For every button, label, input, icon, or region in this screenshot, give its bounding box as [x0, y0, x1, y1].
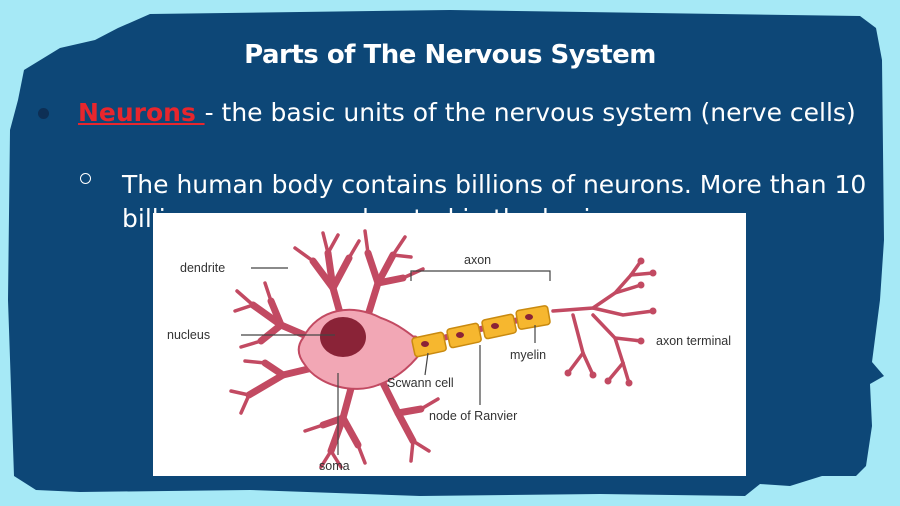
bullet-definition: - the basic units of the nervous system …	[204, 98, 856, 127]
bullet-text: Neurons - the basic units of the nervous…	[78, 95, 858, 131]
schwann-nuclei	[421, 314, 533, 347]
myelin-sheaths	[411, 305, 551, 358]
neuron-illustration: dendrite axon nucleus axon terminal myel…	[167, 229, 731, 473]
label-axon: axon	[464, 253, 491, 267]
label-axon-terminal: axon terminal	[656, 334, 731, 348]
soma-body	[297, 308, 427, 390]
label-soma: soma	[319, 459, 350, 473]
nucleus-shape	[320, 317, 366, 357]
leader-lines	[241, 267, 551, 455]
label-schwann-cell: Scwann cell	[387, 376, 454, 390]
bullet-marker	[38, 108, 49, 119]
terminal-buttons	[564, 257, 657, 387]
axon-terminal-branches	[551, 259, 655, 385]
label-dendrite: dendrite	[180, 261, 225, 275]
slide-title: Parts of The Nervous System	[244, 40, 656, 70]
label-node-of-ranvier: node of Ranvier	[429, 409, 517, 423]
sub-bullet-marker	[80, 173, 91, 184]
bullet-term: Neurons	[78, 98, 205, 127]
label-myelin: myelin	[510, 348, 546, 362]
neuron-diagram: dendrite axon nucleus axon terminal myel…	[153, 213, 746, 476]
label-nucleus: nucleus	[167, 328, 210, 342]
